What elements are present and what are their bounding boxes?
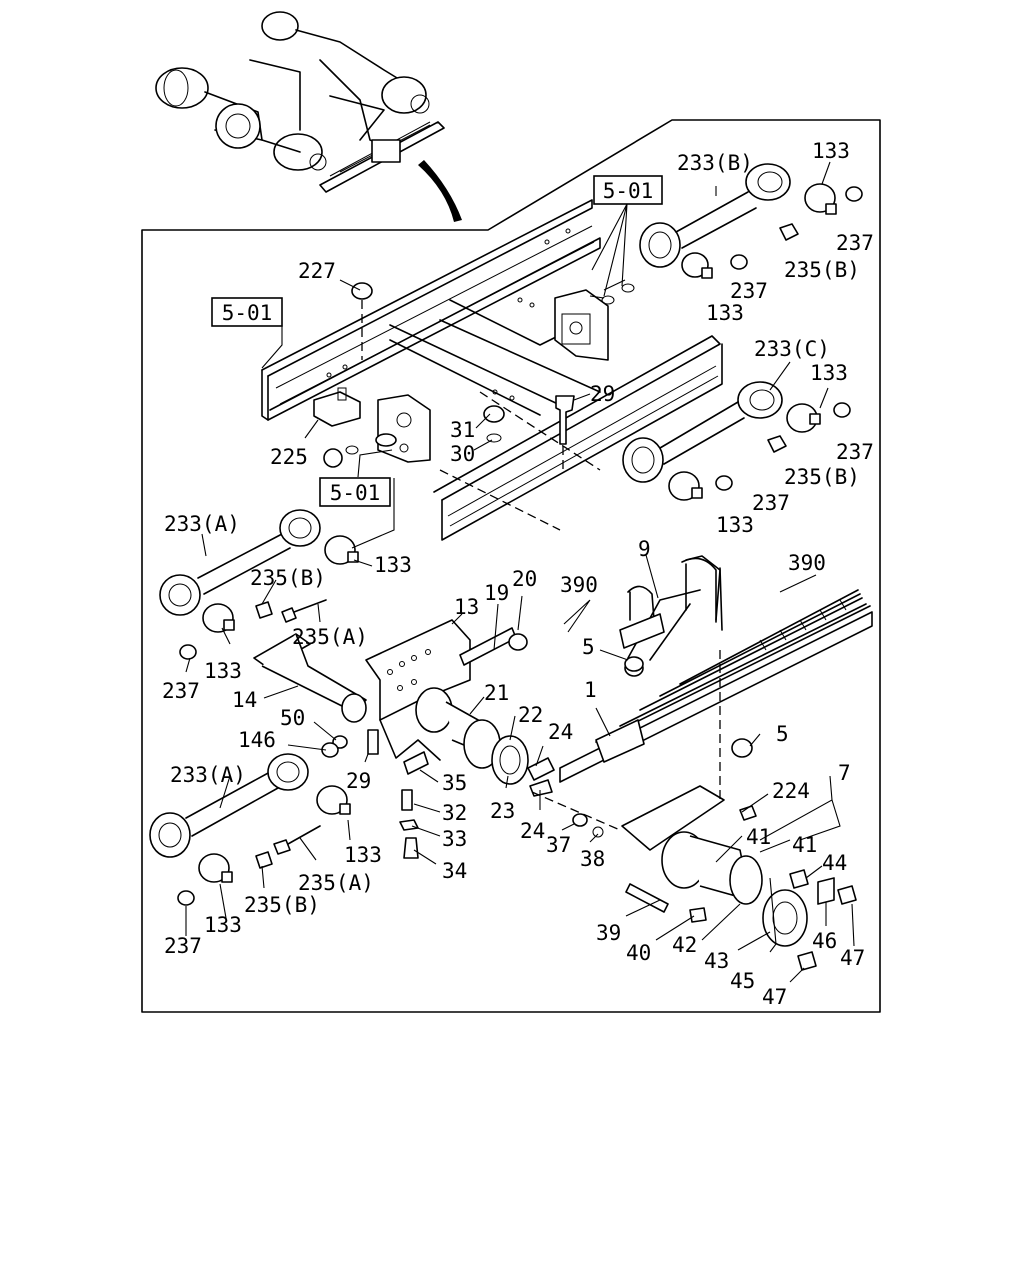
callout-35: 35 [442, 771, 467, 795]
ref-label: 5-01 [603, 179, 654, 203]
callout-237: 237 [164, 934, 202, 958]
callout-5: 5 [776, 722, 789, 746]
callout-32: 32 [442, 801, 467, 825]
callout-237: 237 [836, 440, 874, 464]
callout-237: 237 [752, 491, 790, 515]
callout-24: 24 [520, 819, 545, 843]
callout-24: 24 [548, 720, 573, 744]
callout-237: 237 [162, 679, 200, 703]
callout-44: 44 [822, 851, 847, 875]
callout-146: 146 [238, 728, 276, 752]
frame-bracket [554, 279, 635, 361]
locator-arrow-icon [418, 160, 462, 222]
callout-34: 34 [442, 859, 467, 883]
leader-lines [185, 161, 855, 983]
callout-235b: 235(B) [244, 893, 320, 917]
reference-box-5-01-left: 5-01 [211, 297, 283, 327]
callout-237: 237 [836, 231, 874, 255]
frame-rail-upper [261, 199, 601, 421]
callout-40: 40 [626, 941, 651, 965]
callout-133: 133 [204, 913, 242, 937]
callout-41: 41 [792, 833, 817, 857]
callout-7: 7 [838, 761, 851, 785]
callout-47: 47 [762, 985, 787, 1009]
callout-38: 38 [580, 847, 605, 871]
callout-133: 133 [810, 361, 848, 385]
callout-37: 37 [546, 833, 571, 857]
callout-233b: 233(B) [677, 151, 753, 175]
callout-45: 45 [730, 969, 755, 993]
ref-label: 5-01 [330, 481, 381, 505]
callout-23: 23 [490, 799, 515, 823]
callout-5: 5 [582, 635, 595, 659]
spring-seat-assembly [531, 650, 857, 971]
callout-233a: 233(A) [164, 512, 240, 536]
part-callouts: 233(B) 133 237 235(B) 237 133 227 233(C)… [162, 139, 874, 1009]
callout-224: 224 [772, 779, 810, 803]
callout-225: 225 [270, 445, 308, 469]
callout-19: 19 [484, 581, 509, 605]
callout-235b: 235(B) [784, 465, 860, 489]
locator-thumbnail [155, 11, 462, 222]
callout-41: 41 [746, 825, 771, 849]
callout-9: 9 [638, 537, 651, 561]
callout-390: 390 [788, 551, 826, 575]
callout-133: 133 [812, 139, 850, 163]
callout-233a: 233(A) [170, 763, 246, 787]
callout-42: 42 [672, 933, 697, 957]
torque-rod-233a-lower [149, 753, 351, 906]
callout-1: 1 [584, 678, 597, 702]
callout-13: 13 [454, 595, 479, 619]
callout-390: 390 [560, 573, 598, 597]
callout-29: 29 [346, 769, 371, 793]
rod-bracket [375, 394, 431, 463]
reference-box-5-01-top-right: 5-01 [593, 175, 663, 205]
callout-21: 21 [484, 681, 509, 705]
callout-31: 31 [450, 418, 475, 442]
torque-rod-233b [639, 163, 863, 279]
frame-rail-lower [433, 335, 723, 541]
callout-133: 133 [374, 553, 412, 577]
callout-29: 29 [590, 382, 615, 406]
callout-235b: 235(B) [784, 258, 860, 282]
diagram-frame [141, 119, 881, 1013]
callout-43: 43 [704, 949, 729, 973]
callout-50: 50 [280, 706, 305, 730]
callout-133: 133 [716, 513, 754, 537]
callout-20: 20 [512, 567, 537, 591]
trunnion-assembly [253, 619, 555, 859]
callout-14: 14 [232, 688, 257, 712]
callout-235b: 235(B) [250, 566, 326, 590]
ref-label: 5-01 [222, 301, 273, 325]
callout-47: 47 [840, 946, 865, 970]
callout-235a: 235(A) [298, 871, 374, 895]
callout-227: 227 [298, 259, 336, 283]
callout-39: 39 [596, 921, 621, 945]
callout-30: 30 [450, 442, 475, 466]
torque-rod-233a-upper [159, 509, 359, 660]
reference-box-5-01-center: 5-01 [319, 477, 391, 507]
callout-133: 133 [204, 659, 242, 683]
small-fasteners-upper [313, 282, 575, 470]
u-bolt [619, 557, 717, 672]
callout-33: 33 [442, 827, 467, 851]
callout-133: 133 [344, 843, 382, 867]
callout-237: 237 [730, 279, 768, 303]
callout-235a: 235(A) [292, 625, 368, 649]
torque-rod-233c [622, 381, 851, 501]
callout-133: 133 [706, 301, 744, 325]
callout-233c: 233(C) [754, 337, 830, 361]
callout-22: 22 [518, 703, 543, 727]
callout-46: 46 [812, 929, 837, 953]
